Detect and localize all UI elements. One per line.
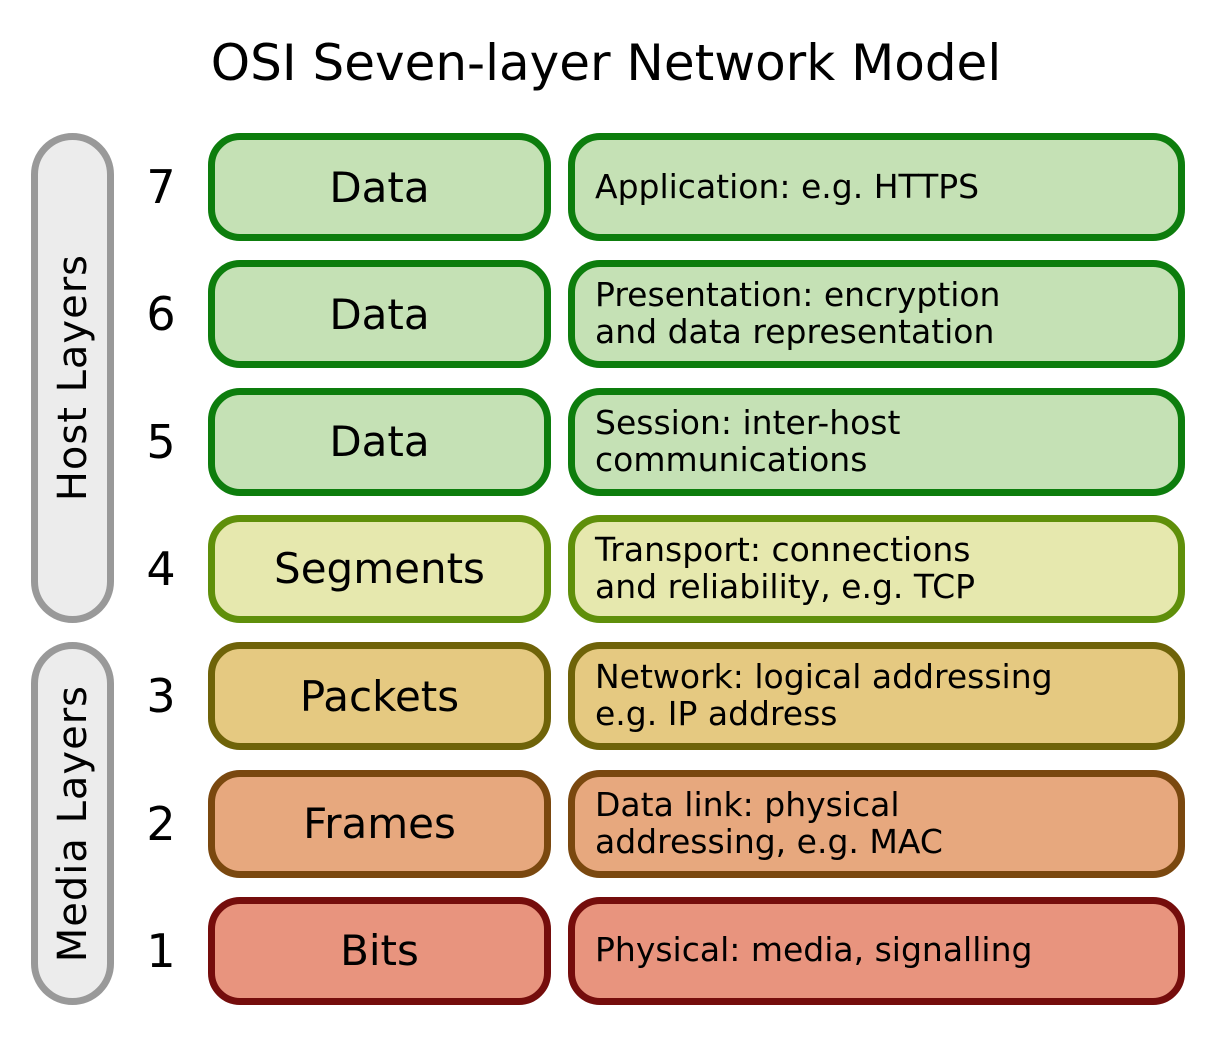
description-line: communications — [595, 439, 868, 479]
description-box-layer-7: Application: e.g. HTTPS — [568, 133, 1185, 241]
pdu-box-layer-2: Frames — [208, 769, 551, 878]
description-line: Data link: physical — [595, 784, 900, 824]
description-line: e.g. IP address — [595, 694, 838, 734]
description-line: Presentation: encryption — [595, 275, 1001, 315]
pdu-box-layer-1: Bits — [208, 896, 551, 1005]
layer-number-2: 2 — [146, 796, 176, 851]
layer-number-6: 6 — [146, 287, 176, 342]
layer-number-4: 4 — [146, 541, 176, 596]
description-line: Physical: media, signalling — [595, 930, 1033, 970]
group-pill-media-layers: Media Layers — [31, 642, 114, 1005]
pdu-box-layer-3: Packets — [208, 642, 551, 751]
pdu-box-layer-6: Data — [208, 260, 551, 369]
layer-number-7: 7 — [146, 160, 176, 214]
description-line: and data representation — [595, 312, 995, 352]
diagram-title: OSI Seven-layer Network Model — [210, 34, 1002, 92]
layer-row-7: 7 Data Application: e.g. HTTPS — [0, 133, 1212, 241]
description-line: Network: logical addressing — [595, 657, 1053, 697]
layer-number-3: 3 — [146, 669, 176, 724]
pdu-box-layer-4: Segments — [208, 514, 551, 623]
pdu-box-layer-7: Data — [208, 133, 551, 241]
description-line: and reliability, e.g. TCP — [595, 566, 976, 606]
description-line: Session: inter-host — [595, 402, 901, 442]
description-line: Transport: connections — [595, 529, 971, 569]
description-box-layer-1: Physical: media, signalling — [568, 896, 1185, 1005]
description-line: Application: e.g. HTTPS — [595, 166, 980, 206]
layer-row-1: 1 Bits Physical: media, signalling — [0, 896, 1212, 1005]
pdu-box-layer-5: Data — [208, 387, 551, 496]
layer-number-5: 5 — [146, 414, 176, 469]
group-pill-host-layers: Host Layers — [31, 133, 114, 623]
description-line: addressing, e.g. MAC — [595, 821, 943, 861]
layer-number-1: 1 — [146, 923, 176, 978]
